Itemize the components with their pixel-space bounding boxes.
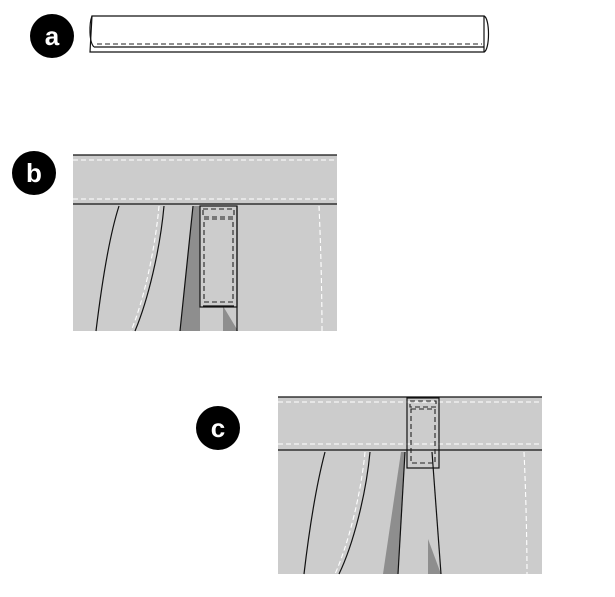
step-a-badge: a xyxy=(30,14,74,58)
pleat-line xyxy=(179,205,194,332)
pleat-line xyxy=(303,451,326,575)
pleat-line xyxy=(397,451,406,575)
step-c: c xyxy=(196,396,542,575)
folded-strip xyxy=(89,15,490,53)
curtain-panel-b xyxy=(73,154,337,332)
step-a: a xyxy=(30,14,490,58)
side-hem-seam xyxy=(523,451,528,575)
step-b-badge: b xyxy=(12,151,56,195)
pleat-line xyxy=(134,205,165,332)
pleat-shadow xyxy=(428,539,441,574)
pleat-seam xyxy=(130,205,160,332)
step-b-label: b xyxy=(26,158,42,188)
pleat-line xyxy=(431,451,442,575)
step-c-label: c xyxy=(211,413,225,443)
pleat-line xyxy=(338,451,371,575)
pleat-seam xyxy=(334,451,366,575)
step-a-label: a xyxy=(45,21,60,51)
hanging-tab xyxy=(199,205,238,308)
step-b: b xyxy=(12,151,337,332)
side-hem-seam xyxy=(318,205,323,332)
pleat-shadow xyxy=(180,206,200,331)
pleat-shadow xyxy=(223,306,238,331)
step-c-badge: c xyxy=(196,406,240,450)
curtain-panel-c xyxy=(278,396,542,575)
hanging-tab xyxy=(406,397,440,469)
pleat-line xyxy=(95,205,120,332)
